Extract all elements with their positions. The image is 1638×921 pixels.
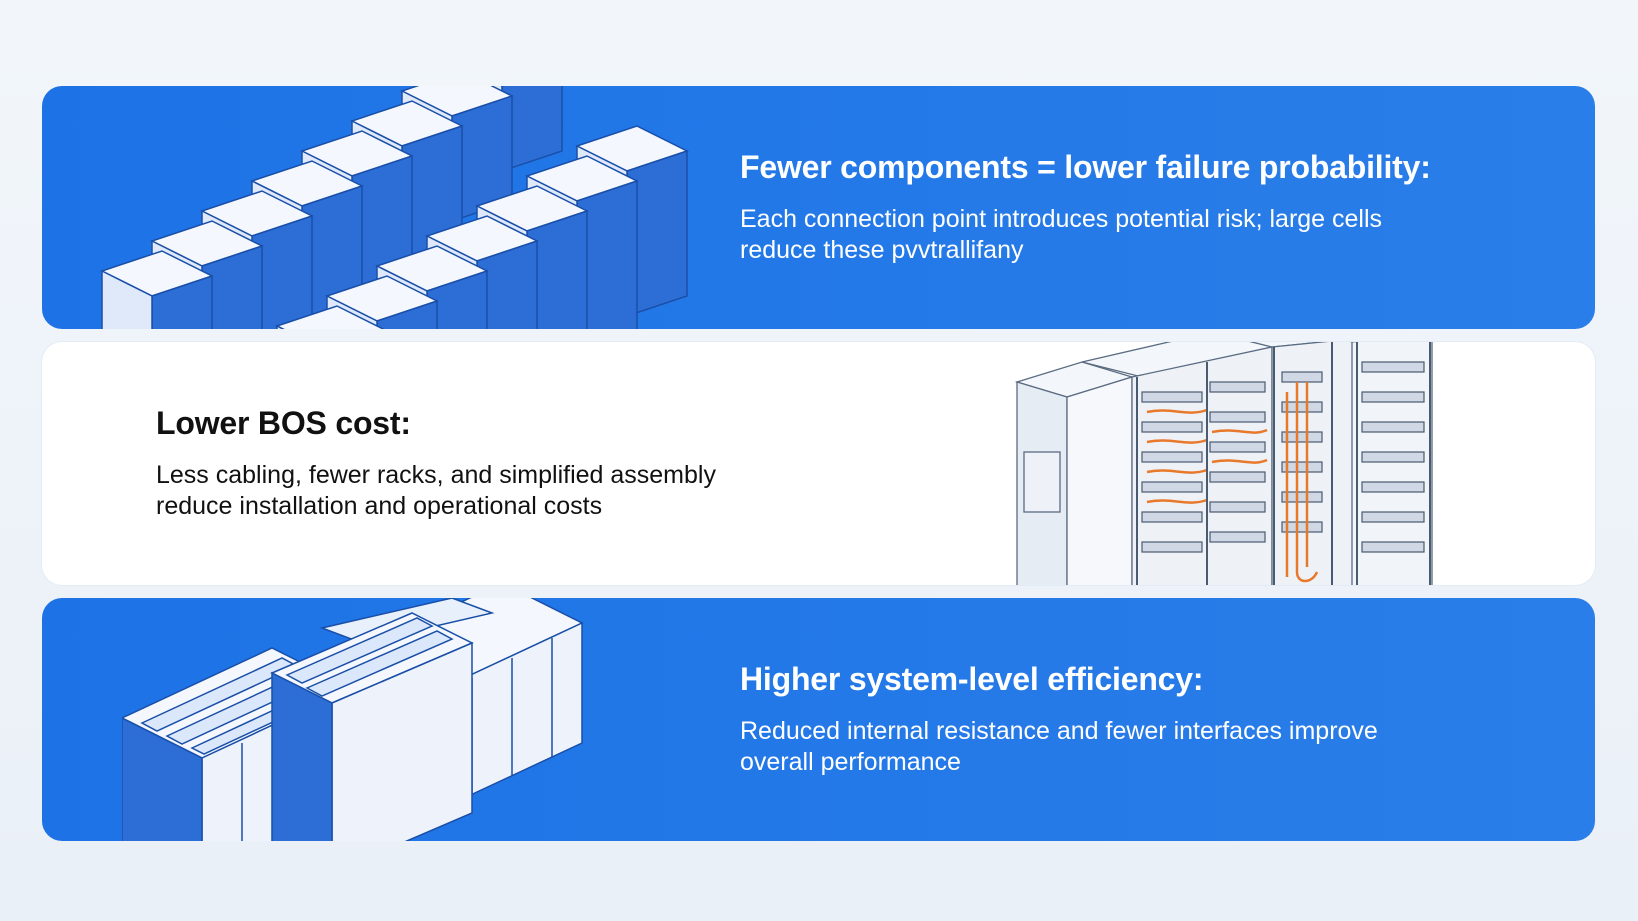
section-body: Reduced internal resistance and fewer in… — [740, 716, 1500, 778]
section-fewer-components: Fewer components = lower failure probabi… — [42, 86, 1595, 329]
section-heading: Higher system-level efficiency: — [740, 661, 1204, 697]
section-text: Lower BOS cost: Less cabling, fewer rack… — [156, 342, 856, 585]
section-body: Less cabling, fewer racks, and simplifie… — [156, 460, 856, 522]
section-heading: Fewer components = lower failure probabi… — [740, 149, 1431, 185]
section-body-line: reduce installation and operational cost… — [156, 492, 603, 520]
section-text: Fewer components = lower failure probabi… — [740, 86, 1500, 329]
section-body-line: Each connection point introduces potenti… — [740, 205, 1383, 233]
section-body: Each connection point introduces potenti… — [740, 204, 1500, 266]
section-body-line: Reduced internal resistance and fewer in… — [740, 717, 1378, 745]
battery-cell-stack-icon — [97, 86, 737, 329]
large-battery-module-icon — [122, 598, 642, 841]
section-system-efficiency: Higher system-level efficiency: Reduced … — [42, 598, 1595, 841]
section-body-line: overall performance — [740, 748, 961, 776]
section-lower-bos-cost: Lower BOS cost: Less cabling, fewer rack… — [42, 342, 1595, 585]
section-text: Higher system-level efficiency: Reduced … — [740, 598, 1500, 841]
battery-rack-cabinet-icon — [1012, 342, 1462, 585]
section-heading: Lower BOS cost: — [156, 405, 411, 441]
section-body-line: Less cabling, fewer racks, and simplifie… — [156, 461, 716, 489]
section-body-line: reduce these pvvtrallifany — [740, 236, 1024, 264]
